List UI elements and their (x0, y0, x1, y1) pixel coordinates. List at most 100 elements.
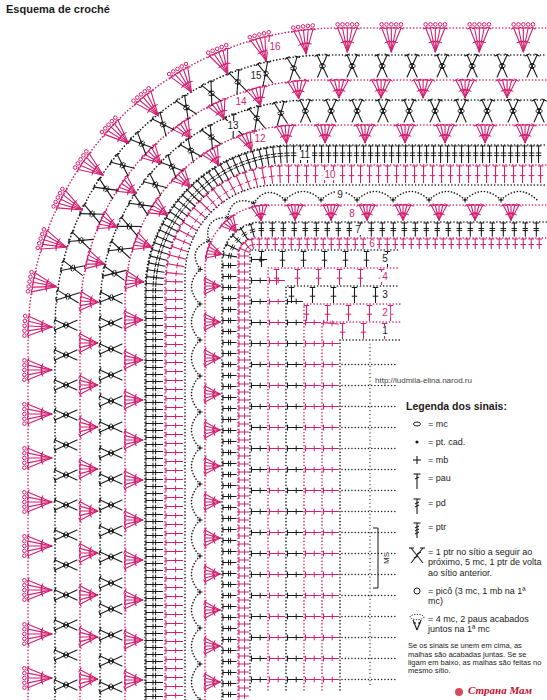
stitch-stroke (132, 247, 151, 249)
stitch-stroke (80, 380, 98, 385)
stitch-stroke (79, 513, 80, 518)
stitch-stroke (28, 546, 52, 556)
picot (27, 285, 31, 289)
stitch-stroke (245, 173, 251, 189)
stitch-stroke (273, 147, 275, 163)
stitch-stroke (161, 162, 183, 171)
stitch-stroke (28, 370, 52, 380)
picot (26, 290, 30, 294)
stitch-stroke (259, 159, 264, 160)
picot (23, 500, 27, 504)
picot (23, 456, 27, 460)
stitch-stroke (168, 264, 184, 267)
stitch-stroke (154, 241, 156, 246)
stitch-stroke (124, 393, 125, 398)
stitch-stroke (28, 624, 52, 634)
stitch-stroke (97, 227, 117, 228)
picot (85, 150, 89, 154)
stitch-stroke (80, 214, 104, 215)
picot (23, 373, 27, 377)
stitch-stroke (28, 502, 52, 507)
stitch-stroke (176, 101, 196, 114)
chain-arch (191, 664, 199, 700)
stitch-stroke (192, 185, 203, 197)
stitch-stroke (148, 270, 164, 273)
stitch-stroke (80, 385, 98, 390)
stitch-stroke (447, 124, 452, 125)
stitch-stroke (94, 185, 95, 190)
picot (23, 491, 27, 495)
picot (23, 642, 27, 646)
stitch-stroke (187, 190, 199, 202)
picot (42, 228, 46, 232)
picot (23, 329, 27, 333)
stitch-stroke (28, 458, 52, 463)
stitch-stroke (287, 146, 288, 163)
stitch-stroke (231, 215, 236, 216)
stitch-stroke (206, 254, 222, 258)
stitch-stroke (28, 328, 29, 333)
stitch-stroke (80, 590, 98, 595)
stitch-stroke (108, 248, 132, 251)
chain-arch (191, 448, 199, 484)
picot (23, 368, 27, 372)
stitch-stroke (149, 263, 165, 266)
stitch-stroke (79, 588, 80, 593)
stitch-stroke (500, 79, 505, 80)
stitch-stroke (125, 636, 143, 640)
picot (23, 363, 27, 367)
stitch-stroke (250, 231, 255, 232)
stitch-stroke (108, 187, 109, 192)
stitch-stroke (260, 168, 265, 169)
stitch-stroke (170, 255, 186, 259)
stitch-stroke (28, 629, 52, 634)
stitch-stroke (339, 80, 344, 98)
stitch-stroke (260, 86, 264, 105)
stitch-stroke (28, 451, 29, 456)
stitch-stroke (125, 556, 143, 560)
picot (23, 588, 27, 592)
stitch-stroke (423, 80, 428, 98)
stitch-stroke (200, 201, 212, 213)
chain-arch (208, 217, 228, 240)
stitch-stroke (172, 246, 188, 251)
stitch-stroke (212, 179, 216, 182)
stitch-stroke (28, 671, 29, 676)
picot (23, 686, 27, 690)
stitch-stroke (78, 167, 79, 172)
stitch-stroke (139, 202, 140, 207)
chain-round (80, 80, 547, 700)
stitch-stroke (167, 261, 168, 266)
stitch-stroke (485, 125, 489, 143)
stitch-stroke (79, 672, 80, 677)
stitch-stroke (28, 634, 52, 639)
picot (23, 681, 27, 685)
stitch-stroke (42, 242, 43, 247)
stitch-stroke (272, 156, 277, 157)
picot (76, 162, 80, 166)
stitch-stroke (125, 436, 143, 440)
stitch-stroke (79, 546, 80, 551)
picot (30, 270, 34, 274)
stitch-stroke (332, 79, 337, 80)
stitch-stroke (150, 256, 166, 260)
stitch-stroke (280, 166, 281, 183)
picot (23, 314, 27, 318)
stitch-stroke (28, 541, 52, 546)
stitch-stroke (167, 273, 184, 275)
picot (139, 93, 143, 97)
stitch-stroke (502, 80, 507, 98)
stitch-stroke (209, 172, 218, 186)
stitch-stroke (341, 79, 346, 80)
stitch-stroke (125, 676, 143, 680)
stitch-stroke (43, 237, 45, 242)
stitch-stroke (111, 127, 128, 143)
stitch-stroke (161, 250, 162, 255)
stitch-stroke (80, 548, 98, 553)
stitch-stroke (28, 327, 52, 331)
stitch-stroke (28, 678, 52, 688)
stitch-stroke (156, 155, 161, 156)
stitch-stroke (28, 502, 52, 512)
stitch-stroke (153, 144, 158, 145)
stitch-stroke (58, 201, 59, 206)
